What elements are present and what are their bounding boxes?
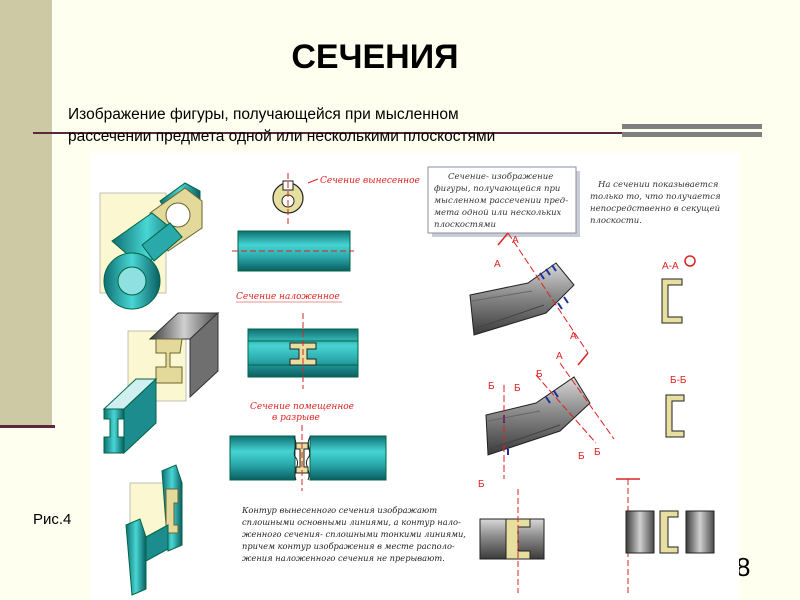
- section-bb: Б-Б: [665, 375, 687, 438]
- cut-label-a-bottom: А: [556, 351, 563, 362]
- contour-note-line-5: жения наложенного сечения не прерывают.: [242, 553, 445, 563]
- in-break-label-2: в разрыве: [272, 413, 320, 423]
- bent-part-a: А А А А: [469, 232, 589, 366]
- bottom-views: [479, 478, 715, 593]
- cut-label-b-3: Б: [536, 369, 543, 380]
- cut-label-a-left: А: [494, 259, 501, 270]
- definition-line-1: Изображение фигуры, получающейся при мыс…: [68, 106, 459, 123]
- definition-box-line-5: плоскостями: [434, 220, 496, 230]
- cut-label-b-6: Б: [478, 479, 485, 490]
- note-text: На сечении показывается только то, что п…: [590, 180, 721, 226]
- cut-label-b-5: Б: [594, 447, 601, 458]
- contour-note-line-3: женного сечения- сплошными тонкими линия…: [242, 529, 466, 539]
- definition-line-2: рассечении предмета одной или нескольким…: [68, 128, 496, 145]
- definition-text: Изображение фигуры, получающейся при мыс…: [68, 104, 628, 148]
- cut-label-b-1: Б: [488, 381, 495, 392]
- superimposed-section-label: Сечение наложенное: [236, 292, 340, 302]
- cut-label-a-top: А: [512, 235, 519, 246]
- page-number: 8: [736, 552, 751, 582]
- contour-note: Контур вынесенного сечения изображают сп…: [241, 505, 466, 563]
- definition-box-line-3: мысленном рассечении пред-: [434, 196, 568, 206]
- section-aa: А-А: [661, 255, 696, 324]
- slide-title: СЕЧЕНИЯ: [291, 38, 459, 76]
- removed-section-group: Сечение вынесенное: [232, 173, 420, 272]
- left-decorative-bar: [0, 0, 52, 425]
- bent-part-b: Б Б Б Б Б Б: [478, 362, 615, 490]
- removed-section-label: Сечение вынесенное: [320, 176, 420, 186]
- definition-box-line-2: фигуры, получающейся при: [434, 184, 560, 194]
- note-line-3: непосредственно в секущей: [590, 204, 720, 214]
- title-rule: [33, 132, 623, 134]
- cut-label-a-right: А: [570, 331, 577, 342]
- part-cylinder-3d: [99, 182, 203, 310]
- section-aa-label: А-А: [662, 261, 679, 272]
- definition-box-line-4: мета одной или нескольких: [434, 208, 562, 218]
- contour-note-line-1: Контур вынесенного сечения изображают: [241, 505, 437, 515]
- section-in-break-group: Сечение помещенное в разрыве: [229, 402, 387, 491]
- note-line-4: плоскости.: [590, 216, 642, 226]
- title-rule-grey: [622, 124, 762, 137]
- sections-figure: Сечение вынесенное Сечение наложенное Се…: [90, 153, 739, 600]
- note-line-2: только то, что получается: [590, 192, 721, 202]
- section-bb-label: Б-Б: [670, 375, 687, 386]
- definition-box: Сечение- изображение фигуры, получающейс…: [427, 166, 580, 237]
- note-line-1: На сечении показывается: [597, 180, 719, 190]
- definition-box-line-1: Сечение- изображение: [448, 171, 553, 182]
- left-bar-underline: [0, 425, 55, 428]
- contour-note-line-2: сплошными основными линиями, а контур на…: [242, 517, 461, 527]
- figure-label: Рис.4: [33, 511, 72, 528]
- in-break-label-1: Сечение помещенное: [250, 402, 354, 412]
- part-bracket-3d: [125, 464, 183, 596]
- cut-label-b-2: Б: [514, 383, 521, 394]
- contour-note-line-4: причем контур изображения в месте распол…: [242, 541, 455, 551]
- cut-label-b-4: Б: [578, 451, 585, 462]
- part-ibeam-3d: [102, 311, 220, 455]
- superimposed-section-group: Сечение наложенное: [236, 292, 359, 389]
